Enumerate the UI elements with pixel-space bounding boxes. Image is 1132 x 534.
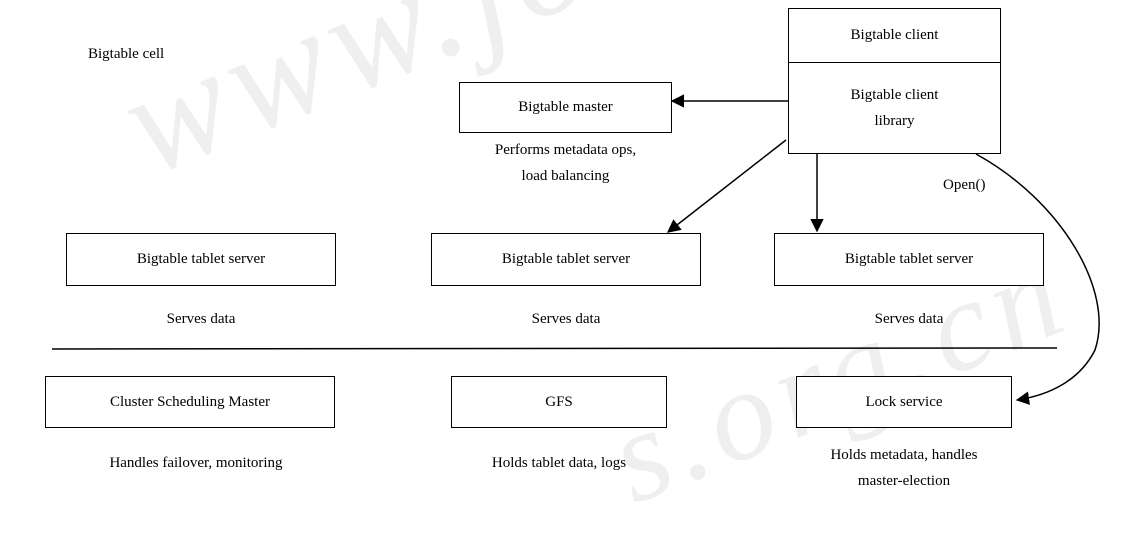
tablet-server-caption: Serves data [531, 311, 601, 327]
cell-boundary-divider [51, 347, 1058, 350]
bigtable-client: Bigtable client Bigtable client library [788, 8, 1001, 154]
client-title: Bigtable client [789, 9, 1000, 63]
gfs-caption: Holds tablet data, logs [491, 455, 627, 471]
tablet-server-caption: Serves data [166, 311, 236, 327]
tablet-server-title: Bigtable tablet server [136, 251, 266, 267]
master-caption-line1: Performs metadata ops, [494, 142, 637, 158]
lock-service-caption: Holds metadata, handles master-election [790, 442, 1018, 494]
tablet-server-caption: Serves data [874, 311, 944, 327]
lock-service-box: Lock service [796, 376, 1012, 428]
cell-label: Bigtable cell [88, 46, 165, 62]
arrow-client-to-tablet-server-2 [666, 139, 787, 233]
tablet-server-title: Bigtable tablet server [844, 251, 974, 267]
client-library: Bigtable client library [789, 63, 1000, 153]
master-caption-line2: load balancing [521, 168, 610, 184]
gfs-title: GFS [545, 393, 573, 410]
gfs-box: GFS [451, 376, 667, 428]
tablet-server-box: Bigtable tablet server [774, 233, 1044, 286]
client-library-line2: library [874, 113, 915, 129]
tablet-server-box: Bigtable tablet server [66, 233, 336, 286]
client-library-line1: Bigtable client [850, 87, 939, 103]
tablet-server-box: Bigtable tablet server [431, 233, 701, 286]
master-title: Bigtable master [518, 99, 613, 115]
lock-service-title: Lock service [865, 393, 943, 410]
lock-caption-line2: master-election [857, 473, 951, 489]
connector-layer [51, 94, 1100, 405]
master-caption: Performs metadata ops, load balancing [459, 137, 672, 189]
arrow-client-to-lock-service [975, 153, 1100, 405]
scheduler-title: Cluster Scheduling Master [110, 393, 270, 410]
bigtable-master-box: Bigtable master [459, 82, 672, 133]
lock-caption-line1: Holds metadata, handles [830, 447, 978, 463]
open-call-label: Open() [943, 177, 986, 193]
scheduler-caption: Handles failover, monitoring [109, 455, 283, 471]
cluster-scheduling-master-box: Cluster Scheduling Master [45, 376, 335, 428]
tablet-server-title: Bigtable tablet server [501, 251, 631, 267]
